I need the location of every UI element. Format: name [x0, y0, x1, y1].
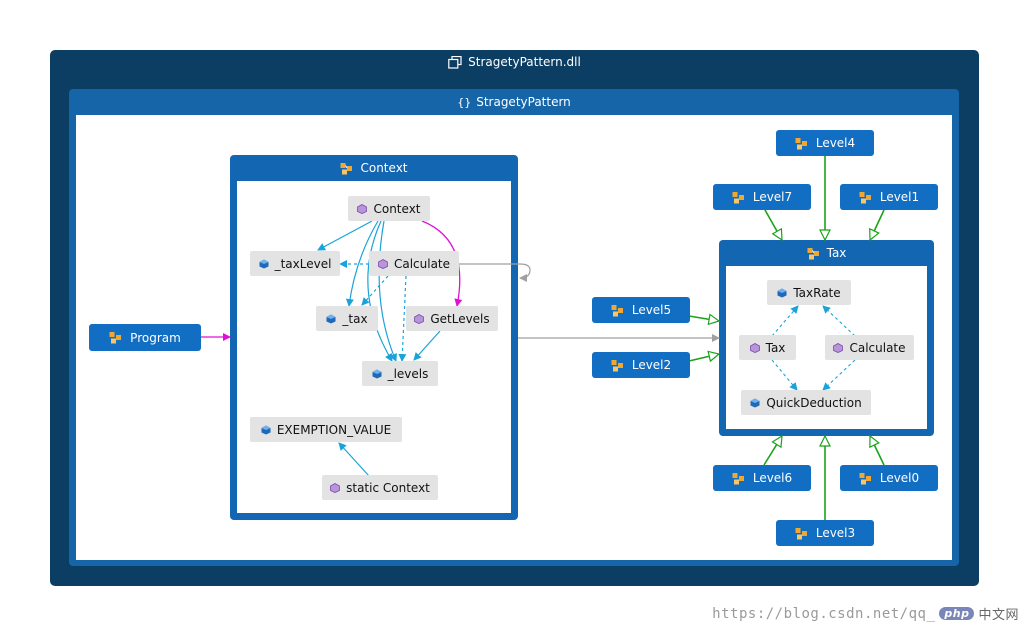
program-class[interactable]: Program	[89, 324, 201, 351]
member-tax-ctor[interactable]: Tax	[739, 335, 796, 360]
method-icon	[833, 342, 844, 353]
class-icon	[807, 247, 822, 260]
class-icon	[859, 191, 871, 203]
member-tax-rate[interactable]: TaxRate	[767, 280, 851, 305]
tax-class-header[interactable]: Tax	[719, 243, 934, 263]
member-get-levels[interactable]: GetLevels	[406, 306, 498, 331]
assembly-icon	[448, 55, 462, 69]
field-icon	[326, 314, 336, 323]
field-icon	[259, 259, 269, 268]
member-tax-level[interactable]: _taxLevel	[250, 251, 340, 276]
tax-class-title: Tax	[826, 246, 847, 260]
level3-class[interactable]: Level3	[776, 520, 874, 546]
field-icon	[777, 288, 787, 297]
level2-class[interactable]: Level2	[592, 352, 690, 378]
method-icon	[414, 313, 425, 324]
method-icon	[330, 482, 341, 493]
class-icon	[611, 304, 623, 316]
field-icon	[261, 425, 271, 434]
level1-class[interactable]: Level1	[840, 184, 938, 210]
class-icon	[340, 162, 355, 175]
watermark-suffix: 中文网	[978, 608, 1019, 623]
namespace-header[interactable]: {} StragetyPattern	[69, 92, 959, 112]
program-label: Program	[130, 330, 181, 345]
level6-class[interactable]: Level6	[713, 465, 811, 491]
watermark-badge: php	[939, 607, 975, 620]
class-icon	[795, 137, 807, 149]
watermark-url: https://blog.csdn.net/qq_	[712, 605, 936, 622]
context-class-title: Context	[360, 161, 408, 175]
context-class-body	[237, 181, 511, 513]
member-calculate[interactable]: Calculate	[369, 251, 459, 276]
level4-class[interactable]: Level4	[776, 130, 874, 156]
member-levels[interactable]: _levels	[362, 361, 438, 386]
class-icon	[732, 472, 744, 484]
level5-class[interactable]: Level5	[592, 297, 690, 323]
field-icon	[750, 398, 760, 407]
member-exemption-value[interactable]: EXEMPTION_VALUE	[250, 417, 402, 442]
member-quick-deduction[interactable]: QuickDeduction	[741, 390, 871, 415]
watermark: https://blog.csdn.net/qq_ php 中文网	[712, 604, 1019, 624]
method-icon	[357, 203, 368, 214]
class-icon	[795, 527, 807, 539]
class-icon	[732, 191, 744, 203]
method-icon	[749, 342, 760, 353]
member-tax-calculate[interactable]: Calculate	[825, 335, 914, 360]
namespace-title: StragetyPattern	[476, 95, 571, 109]
class-icon	[611, 359, 623, 371]
assembly-title: StragetyPattern.dll	[468, 55, 581, 69]
member-tax[interactable]: _tax	[316, 306, 378, 331]
namespace-icon: {}	[457, 95, 472, 109]
level0-class[interactable]: Level0	[840, 465, 938, 491]
class-icon	[859, 472, 871, 484]
context-class-header[interactable]: Context	[230, 158, 518, 178]
assembly-header[interactable]: StragetyPattern.dll	[50, 51, 979, 73]
level7-class[interactable]: Level7	[713, 184, 811, 210]
member-static-context[interactable]: static Context	[322, 475, 438, 500]
class-icon	[109, 332, 122, 344]
member-context-ctor[interactable]: Context	[348, 196, 430, 221]
method-icon	[378, 258, 388, 269]
field-icon	[372, 369, 382, 378]
